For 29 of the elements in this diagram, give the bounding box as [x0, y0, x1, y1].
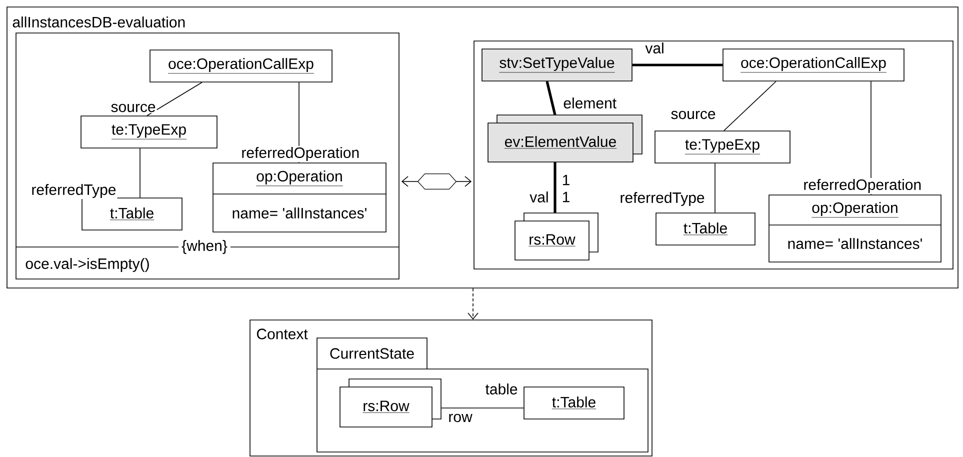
link-line: [714, 163, 716, 213]
object-box: rs:Row: [340, 378, 442, 428]
object-box: te:TypeExp: [654, 130, 790, 164]
object-box: te:TypeExp: [80, 116, 218, 148]
object-box: stv:SetTypeValue: [482, 48, 632, 82]
role-label: val: [644, 42, 666, 54]
role-label: row: [449, 414, 472, 422]
object-box: ev:ElementValue: [488, 114, 642, 162]
link-line: [546, 81, 556, 116]
arrow: [456, 176, 472, 187]
object-box: t:Table: [656, 212, 756, 246]
link-line: [724, 81, 776, 131]
role-label: referredType: [618, 191, 706, 207]
object-box: oce:OperationCallExp: [722, 48, 904, 82]
arrow: [468, 288, 478, 320]
role-label: referredOperation: [240, 146, 361, 162]
object-box: rs:Row: [514, 212, 598, 260]
multiplicity-label: 1: [562, 174, 570, 186]
role-label: referredType: [30, 183, 118, 199]
object-box: oce:OperationCallExp: [150, 50, 332, 82]
role-label: val: [528, 190, 550, 204]
link-line: [632, 64, 723, 66]
arrow: [401, 176, 418, 187]
link-line: [146, 82, 202, 116]
link-line: [554, 162, 556, 213]
multiplicity-label: 1: [562, 192, 570, 202]
object-box: t:Table: [524, 386, 624, 420]
role-label: referredOperation: [802, 178, 923, 194]
role-label: element: [562, 96, 618, 110]
